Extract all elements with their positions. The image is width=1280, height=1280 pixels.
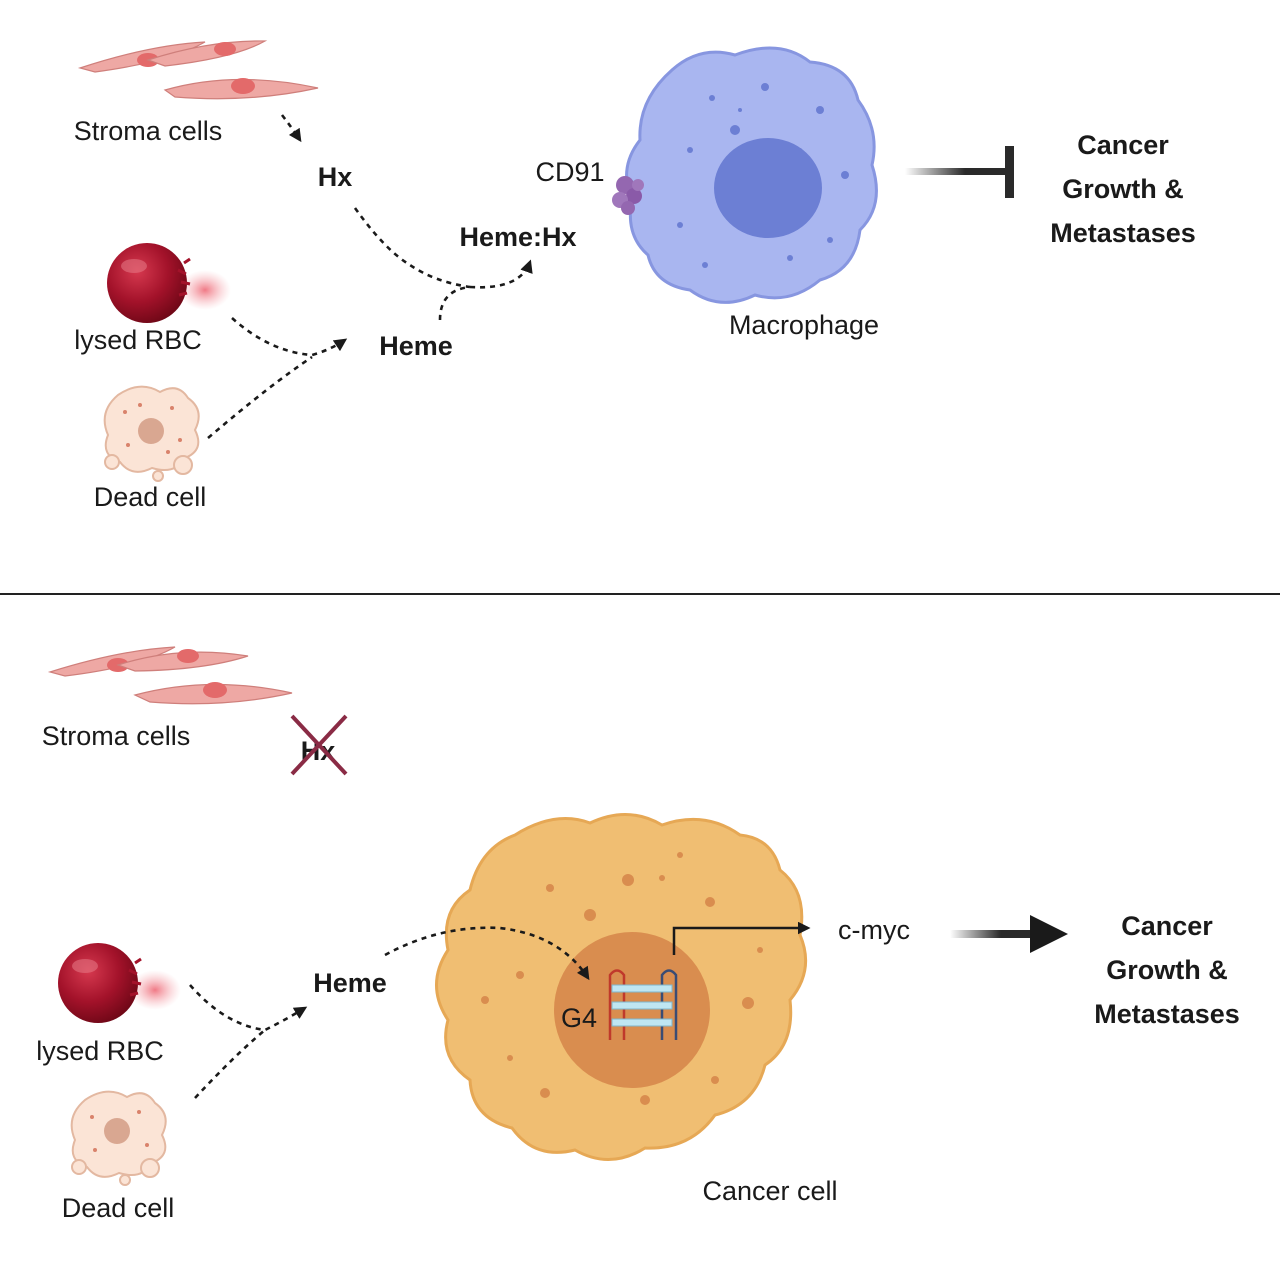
stroma-cells-icon bbox=[77, 40, 319, 100]
promotion-arrow-icon bbox=[950, 915, 1068, 953]
lysed-rbc-label: lysed RBC bbox=[36, 1036, 164, 1066]
heme-label: Heme bbox=[313, 968, 387, 998]
rbc-to-heme-arrow bbox=[231, 317, 348, 357]
stroma-cells-icon bbox=[47, 646, 293, 705]
heme-to-g4-arrow bbox=[384, 926, 590, 981]
bottom-outcome-line3: Metastases bbox=[1094, 999, 1240, 1029]
cd91-label: CD91 bbox=[535, 157, 604, 187]
bottom-outcome-line2: Growth & bbox=[1106, 955, 1228, 985]
dead-cell-icon bbox=[103, 385, 200, 482]
dead-cell-to-heme-line bbox=[194, 1029, 266, 1099]
stroma-label: Stroma cells bbox=[74, 116, 223, 146]
hx-label: Hx bbox=[318, 162, 353, 192]
g-quadruplex-icon bbox=[608, 969, 678, 1040]
top-outcome-line2: Growth & bbox=[1062, 174, 1184, 204]
hx-flow-line bbox=[353, 207, 471, 289]
stroma-to-hx-arrow bbox=[280, 114, 302, 143]
dead-cell-icon bbox=[70, 1090, 167, 1186]
dead-cell-to-heme-line bbox=[207, 355, 313, 439]
cancer-cell-label: Cancer cell bbox=[702, 1176, 837, 1206]
cmyc-label: c-myc bbox=[838, 915, 910, 945]
top-outcome-line1: Cancer bbox=[1077, 130, 1169, 160]
lysed-rbc-label: lysed RBC bbox=[74, 325, 202, 355]
bottom-outcome-line1: Cancer bbox=[1121, 911, 1213, 941]
heme-label: Heme bbox=[379, 331, 453, 361]
lysed-rbc-icon bbox=[107, 243, 231, 323]
rbc-to-heme-arrow bbox=[189, 984, 308, 1032]
bottom-panel: Stroma cells Hx lysed RBC Heme Dead cell bbox=[36, 646, 1240, 1223]
dead-cell-label: Dead cell bbox=[94, 482, 207, 512]
lysed-rbc-icon bbox=[58, 943, 181, 1023]
heme-to-complex-arrow bbox=[438, 259, 533, 321]
cd91-receptor-icon bbox=[612, 176, 644, 215]
g4-label: G4 bbox=[561, 1003, 597, 1033]
macrophage-label: Macrophage bbox=[729, 310, 879, 340]
top-outcome-line3: Metastases bbox=[1050, 218, 1196, 248]
transcription-arrow bbox=[672, 921, 811, 955]
heme-hx-label: Heme:Hx bbox=[459, 222, 576, 252]
dead-cell-label: Dead cell bbox=[62, 1193, 175, 1223]
macrophage-icon bbox=[625, 46, 878, 304]
inhibition-icon bbox=[905, 146, 1014, 198]
cross-icon bbox=[290, 714, 348, 776]
top-panel: Stroma cells Hx Heme:Hx CD91 lysed RBC H… bbox=[74, 40, 1196, 512]
stroma-label: Stroma cells bbox=[42, 721, 191, 751]
